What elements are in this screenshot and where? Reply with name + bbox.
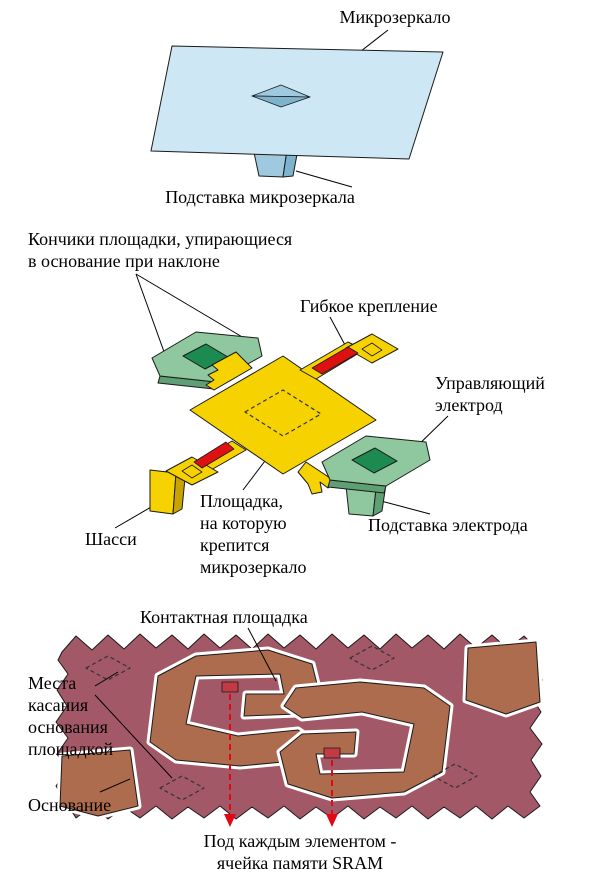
yoke-plate	[189, 355, 377, 475]
label-touch-points: Места касания основания площадкой	[28, 673, 114, 759]
label-base: Основание	[28, 795, 112, 815]
label-platform: Площадка, на которую крепится микрозерка…	[200, 491, 307, 577]
hinge-pad-upper-mark	[361, 342, 383, 357]
yoke-diagram	[114, 273, 449, 529]
yoke-hinge-pad-lower	[165, 456, 219, 486]
sram-via-left	[221, 681, 239, 693]
landing-site-top-right	[349, 645, 395, 671]
leader-platform	[242, 456, 269, 491]
yoke-dashed-footprint	[244, 389, 322, 437]
label-control-electrode: Управляющий электрод	[435, 373, 545, 415]
sram-arrowhead-right	[326, 814, 338, 827]
label-micromirror: Микрозеркало	[339, 7, 451, 27]
mirror-center-dimple-bottom	[251, 95, 311, 108]
torsion-hinge-lower	[193, 441, 235, 469]
label-electrode-support: Подставка электрода	[368, 515, 528, 535]
electrode-right-diamond	[351, 447, 398, 474]
mirror-diagram	[150, 29, 444, 188]
label-chassis: Шасси	[85, 529, 137, 549]
leader-touch-point-2	[94, 694, 173, 779]
label-sram-note: Под каждым элементом - ячейка памяти SRA…	[203, 831, 397, 873]
sram-via-right	[323, 747, 341, 759]
leader-electrode-support	[380, 500, 431, 515]
leader-base	[99, 778, 131, 793]
leader-touch-point-1	[94, 671, 119, 687]
label-contact-pad: Контактная площадка	[140, 607, 308, 627]
landing-site-bottom-right	[432, 763, 478, 789]
landing-site-bottom-left	[159, 775, 205, 801]
landing-site-top-left	[85, 655, 131, 681]
chassis-post-front	[149, 469, 177, 515]
micromirror-plate	[150, 45, 444, 160]
torsion-hinge-upper	[311, 346, 359, 375]
label-mirror-support: Подставка микрозеркала	[165, 187, 355, 207]
corner-pad-bottom-left	[59, 749, 139, 817]
sram-arrowhead-left	[224, 814, 236, 827]
leader-contact-pad	[247, 627, 277, 682]
contact-pad-b	[279, 681, 451, 799]
hinge-pad-lower-mark	[181, 464, 203, 479]
yoke-tip-arm-upper-left	[205, 351, 253, 391]
label-flex-mount: Гибкое крепление	[300, 296, 438, 316]
label-yoke-tips: Кончики площадки, упирающиеся в основани…	[28, 229, 293, 271]
corner-pad-top-right	[465, 641, 541, 715]
yoke-hinge-pad-upper	[345, 333, 399, 364]
leader-mirror-support	[295, 170, 353, 188]
base-diagram	[55, 627, 544, 827]
leader-tip-upper	[135, 273, 250, 342]
